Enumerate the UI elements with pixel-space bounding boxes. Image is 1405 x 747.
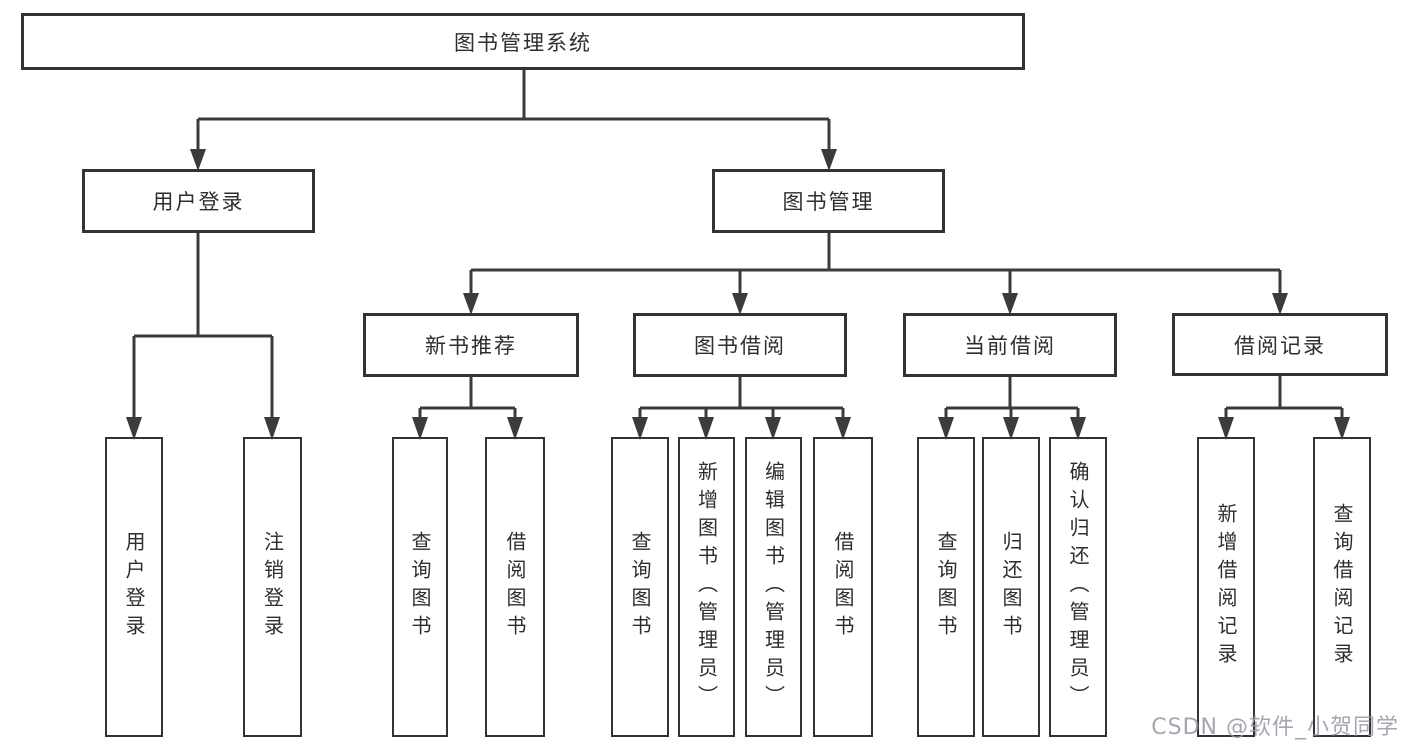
leaf-user-login: 用户登录	[105, 437, 163, 737]
leaf-logout: 注销登录	[243, 437, 302, 737]
leaf-confirm-return-admin: 确认归还（管理员）	[1049, 437, 1107, 737]
node-user-login: 用户登录	[82, 169, 315, 233]
leaf-query-borrow-record: 查询借阅记录	[1313, 437, 1371, 737]
node-borrowing-records: 借阅记录	[1172, 313, 1388, 376]
leaf-add-borrow-record: 新增借阅记录	[1197, 437, 1255, 737]
leaf-query-books-borrow: 查询图书	[611, 437, 669, 737]
node-library-management-system: 图书管理系统	[21, 13, 1025, 70]
leaf-return-books: 归还图书	[982, 437, 1040, 737]
leaf-borrow-books: 借阅图书	[813, 437, 873, 737]
leaf-query-books-current: 查询图书	[917, 437, 975, 737]
csdn-watermark: CSDN @软件_小贺同学	[1151, 715, 1399, 740]
leaf-query-books-recommend: 查询图书	[392, 437, 448, 737]
node-book-management: 图书管理	[712, 169, 945, 233]
node-new-book-recommendation: 新书推荐	[363, 313, 579, 377]
leaf-add-books-admin: 新增图书（管理员）	[678, 437, 735, 737]
node-book-borrowing: 图书借阅	[633, 313, 847, 377]
node-current-borrowing: 当前借阅	[903, 313, 1117, 377]
leaf-borrow-books-recommend: 借阅图书	[485, 437, 545, 737]
leaf-edit-books-admin: 编辑图书（管理员）	[745, 437, 802, 737]
